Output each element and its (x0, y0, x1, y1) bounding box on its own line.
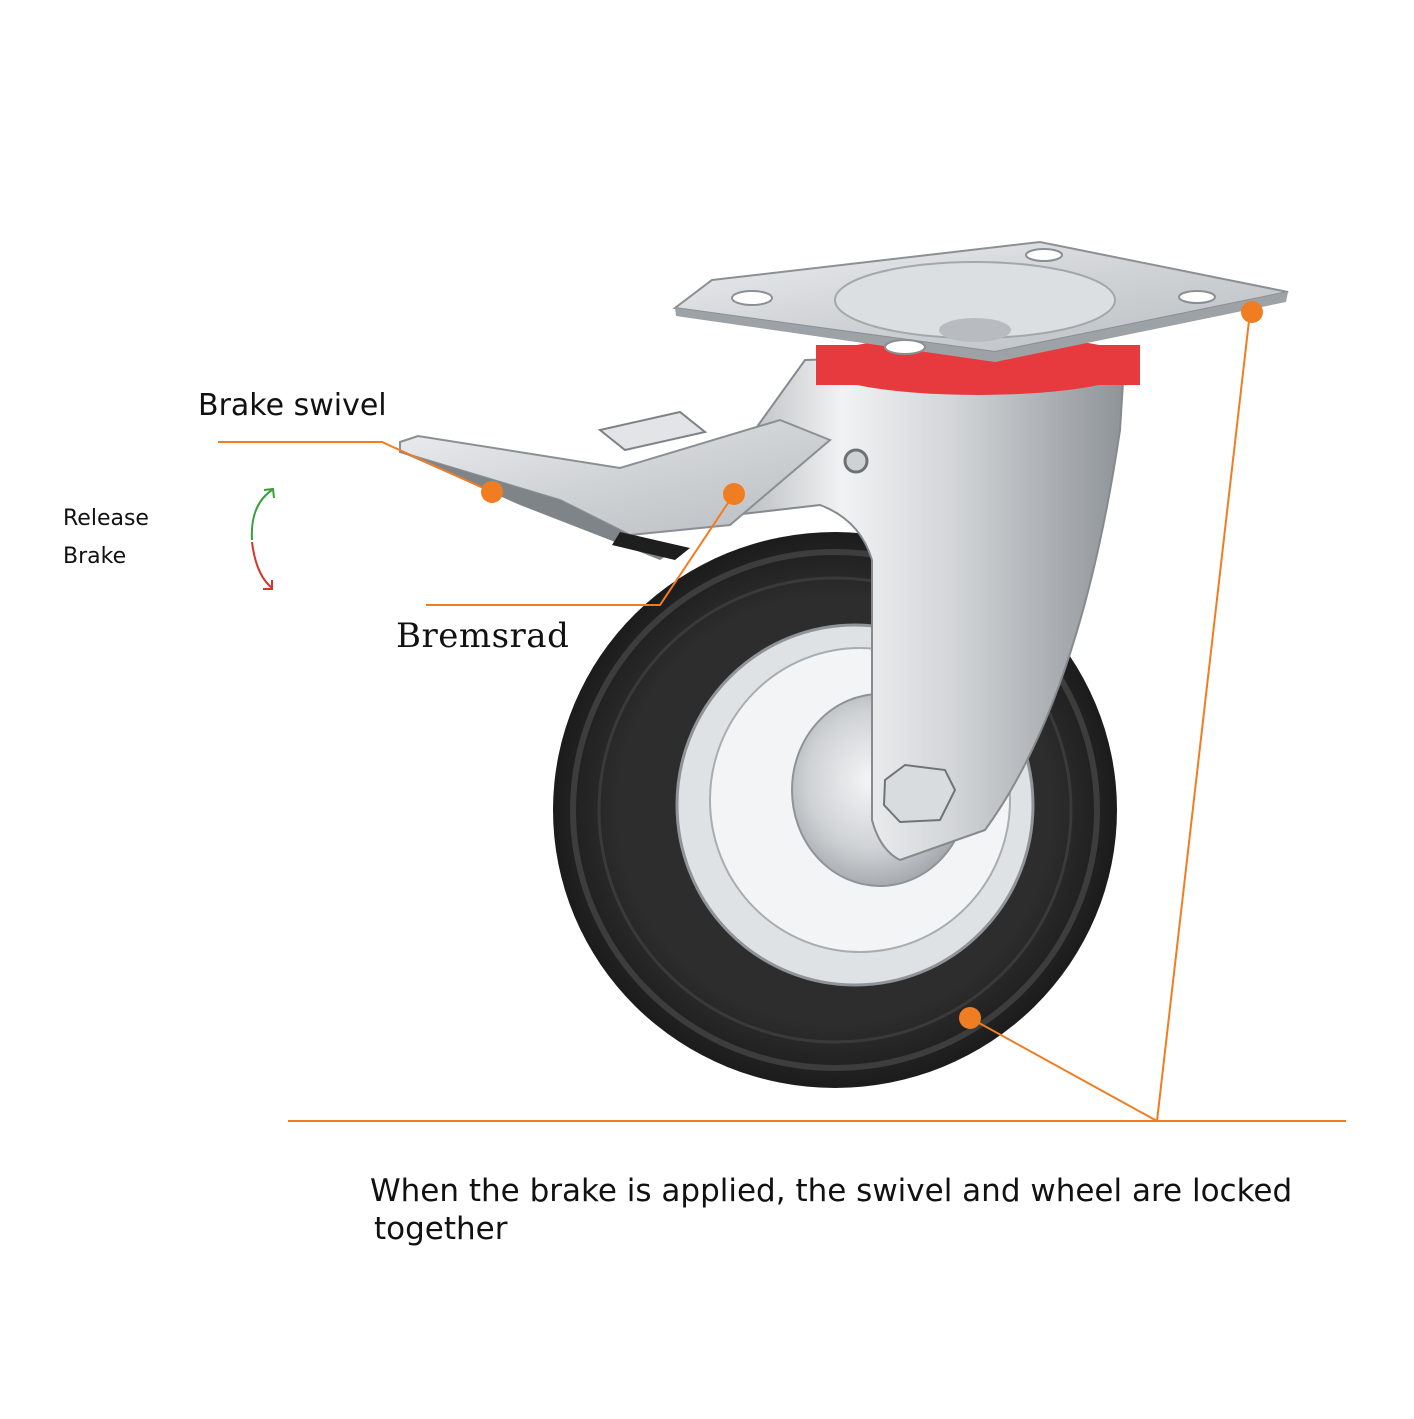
mounting-hole (884, 339, 926, 355)
axle-bolt (882, 763, 957, 824)
release-arrow (250, 489, 273, 541)
label-brake: Brake (63, 544, 127, 569)
label-brake-swivel: Brake swivel (198, 388, 387, 423)
height-line (1156, 311, 1251, 1122)
callout-line-bremsrad (426, 493, 735, 606)
caption-line-2: together (374, 1211, 508, 1247)
fork-leg (687, 348, 1127, 862)
brake-pedal-underside (400, 452, 675, 560)
mounting-hole (1178, 290, 1216, 304)
release-brake-arrows (250, 487, 275, 590)
callout-dot-plate (1241, 301, 1263, 323)
mounting-hole (731, 290, 773, 306)
brake-pedal (399, 410, 832, 560)
callout-line-brake-swivel (218, 441, 493, 493)
release-arrow-head (263, 487, 275, 499)
top-plate-assembly (672, 240, 1289, 395)
plate-center-bolt (939, 318, 1011, 342)
callout-dot-wheel (959, 1007, 981, 1029)
callouts (218, 311, 1346, 1122)
tire-tread-ring (570, 549, 1100, 1071)
label-release: Release (63, 506, 149, 531)
label-bremsrad: Bremsrad (396, 616, 570, 656)
brake-lever-tab (597, 410, 708, 452)
caption: When the brake is applied, the swivel an… (370, 1172, 1370, 1248)
mounting-hole (1025, 248, 1063, 262)
caption-line-1: When the brake is applied, the swivel an… (370, 1173, 1293, 1209)
brake-shoe (612, 532, 690, 560)
callout-dot-brake-swivel (481, 481, 503, 503)
tire-tread-ring-inner (597, 576, 1073, 1044)
brake-arrow (251, 541, 273, 589)
wheel-callout-line (969, 1017, 1158, 1122)
rivet (843, 448, 869, 474)
callout-dot-bremsrad (723, 483, 745, 505)
mounting-plate-edge (675, 292, 1288, 362)
fork (687, 348, 1127, 862)
brake-arrow-head (263, 580, 273, 590)
callout-dots (481, 301, 1263, 1029)
